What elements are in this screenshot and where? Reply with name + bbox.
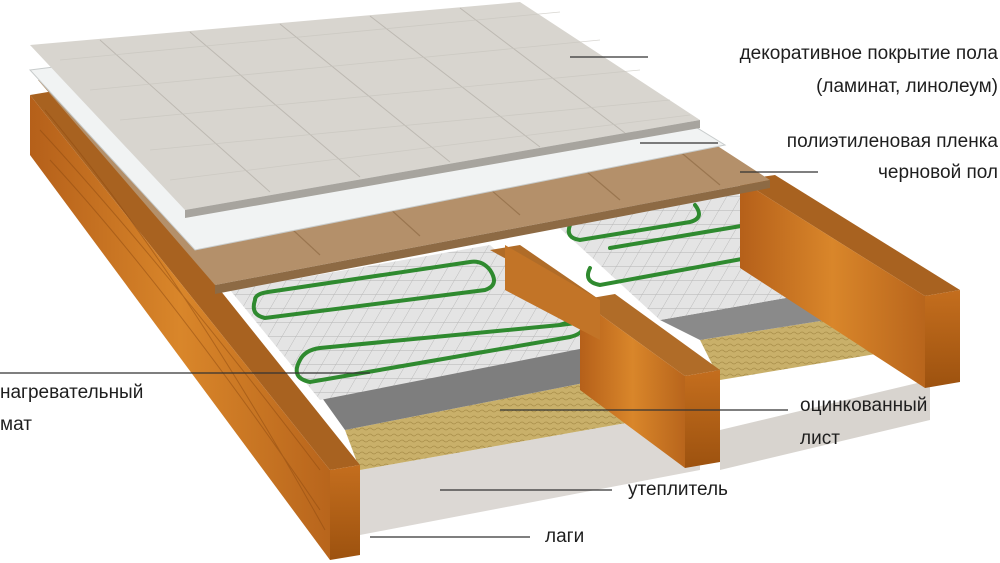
- label-decorative-covering: декоративное покрытие пола: [739, 43, 998, 64]
- joist-left: [30, 90, 360, 560]
- label-galvanized-sheet: оцинкованный: [800, 395, 928, 416]
- label-decorative-covering-examples: (ламинат, линолеум): [816, 76, 998, 97]
- base-area: [360, 380, 930, 535]
- label-heating-mat-2: мат: [0, 414, 32, 435]
- label-galvanized-sheet-2: лист: [800, 428, 840, 449]
- label-insulation: утеплитель: [628, 479, 728, 500]
- label-joists: лаги: [545, 526, 585, 547]
- label-heating-mat: нагревательный: [0, 382, 144, 403]
- label-polyethylene-film: полиэтиленовая пленка: [786, 131, 998, 152]
- joist-right: [740, 175, 960, 388]
- leader-lines: [0, 56, 818, 538]
- laminate: [30, 2, 700, 218]
- label-subfloor: черновой пол: [878, 162, 998, 183]
- joist-middle: [490, 245, 720, 468]
